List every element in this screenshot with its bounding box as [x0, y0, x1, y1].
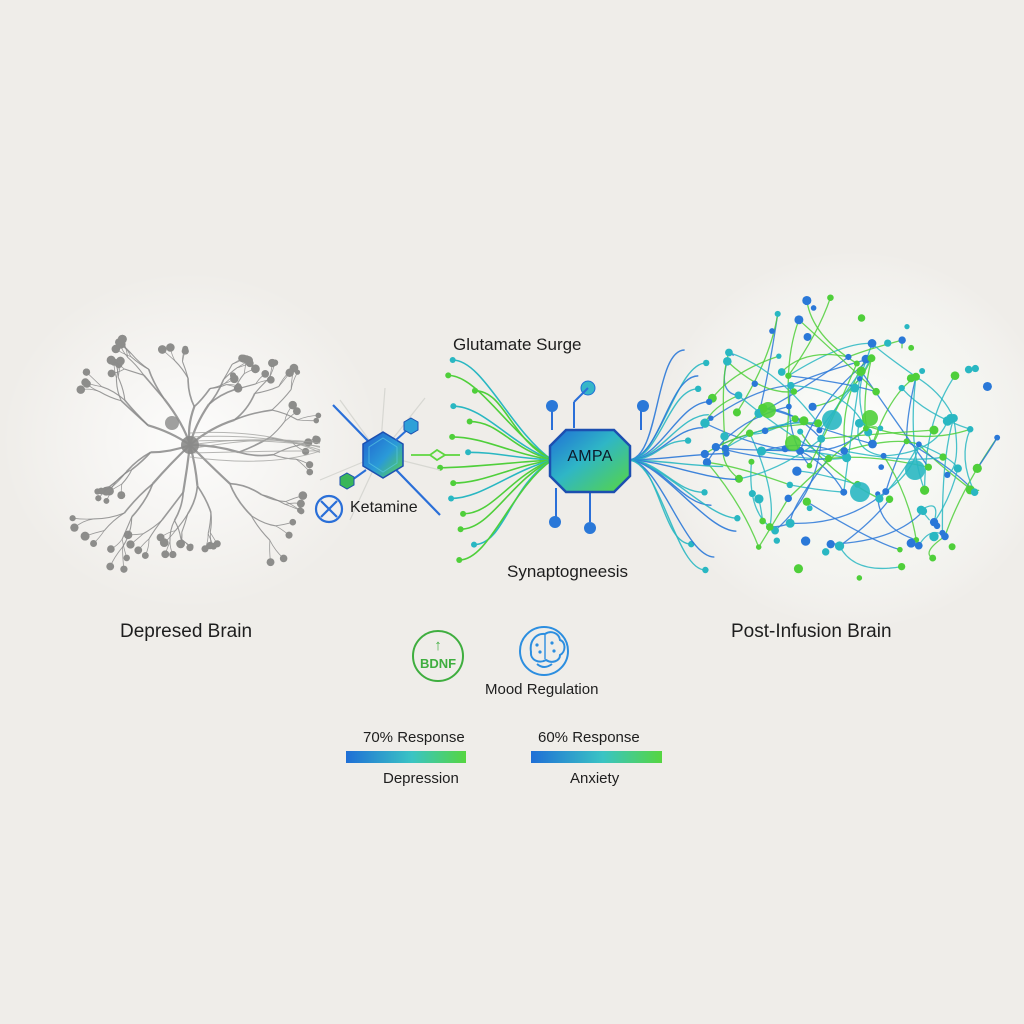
ketamine-molecule-icon: [339, 417, 460, 490]
ketamine-label: Ketamine: [350, 499, 418, 516]
glutamate-signal-fibers: [437, 357, 553, 563]
post-infusion-neuron-network: [700, 294, 1001, 581]
glutamate-surge-label: Glutamate Surge: [453, 335, 582, 354]
mood-badge: [519, 626, 569, 676]
depression-response-percent: 70% Response: [363, 729, 465, 746]
depression-response-bar: [346, 751, 466, 763]
post-infusion-glow: [655, 250, 1024, 630]
synaptogenesis-fibers: [627, 349, 741, 574]
anxiety-label: Anxiety: [570, 770, 620, 787]
mood-regulation-label: Mood Regulation: [485, 681, 599, 698]
anxiety-response-bar: [531, 751, 662, 763]
depressed-brain-label: Depresed Brain: [120, 621, 253, 642]
depression-label: Depression: [383, 770, 459, 787]
ampa-receptor-icon: [546, 380, 649, 534]
ampa-label: AMPA: [567, 448, 613, 465]
bdnf-badge: ↑ BDNF: [412, 630, 464, 682]
depressed-brain-neuron: [69, 334, 322, 573]
bdnf-label: BDNF: [419, 656, 457, 671]
post-infusion-brain-label: Post-Infusion Brain: [731, 621, 892, 642]
anxiety-response-percent: 60% Response: [538, 729, 640, 746]
up-arrow-icon: ↑: [434, 637, 442, 654]
synaptogenesis-label: Synaptogneesis: [507, 562, 628, 581]
ketamine-blocker-circle-x-icon: [314, 494, 344, 524]
